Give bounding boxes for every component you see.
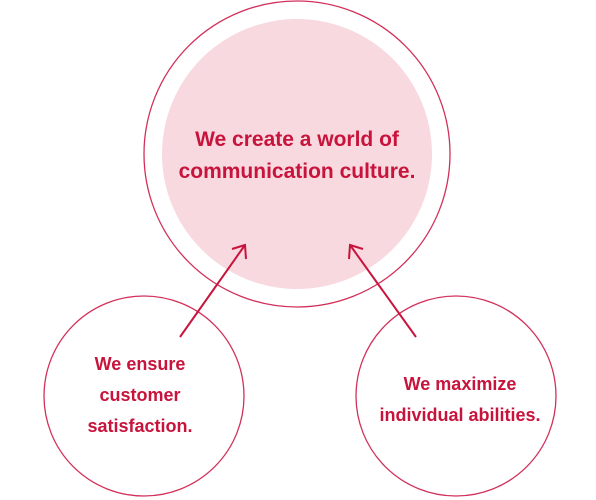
main-circle-label: We create a world of communication cultu… — [178, 128, 416, 183]
main-circle-fill — [162, 19, 432, 289]
right-circle-label: We maximize individual abilities. — [379, 374, 541, 425]
left-arrow-head — [231, 243, 247, 260]
right-arrow — [348, 243, 417, 338]
left-arrow — [179, 243, 247, 338]
right-arrow-shaft — [349, 244, 417, 338]
right-circle — [355, 295, 557, 497]
left-circle — [43, 295, 245, 497]
left-circle-label: We ensure customer satisfaction. — [87, 353, 193, 436]
left-arrow-shaft — [179, 244, 246, 338]
right-arrow-head — [348, 243, 364, 260]
main-circle-outer-ring — [143, 0, 451, 308]
